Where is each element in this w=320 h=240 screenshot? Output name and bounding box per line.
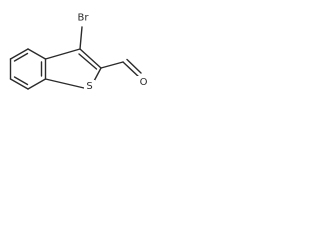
double-bond-cho-o bbox=[126, 58, 142, 74]
bond-c3-br bbox=[79, 26, 83, 50]
bond-c7-c3a bbox=[27, 78, 47, 90]
atom-sulfur-label-group: S bbox=[84, 80, 95, 93]
bond-cho-o bbox=[122, 61, 141, 79]
bond-c7a-c4 bbox=[27, 48, 47, 60]
bond-c4-c5 bbox=[9, 48, 29, 60]
atom-oxygen-label: O bbox=[140, 77, 148, 88]
bond-c6-c7 bbox=[9, 78, 29, 90]
double-bond-inner-c6-c7 bbox=[13, 76, 29, 86]
bond-s-c3a bbox=[44, 78, 85, 89]
bond-c3-c2 bbox=[79, 48, 102, 69]
atom-bromine-label-group: Br bbox=[73, 11, 93, 26]
chemical-structure-diagram: Br S O bbox=[9, 11, 150, 93]
atom-bromine-label: Br bbox=[78, 13, 90, 24]
atom-sulfur-label: S bbox=[86, 81, 92, 92]
double-bond-inner-c4-c5 bbox=[13, 52, 29, 62]
atom-oxygen-label-group: O bbox=[137, 76, 150, 89]
bond-c7a-c3 bbox=[44, 48, 81, 60]
benzene-ring bbox=[9, 48, 47, 90]
double-bond-inner-c3-c2 bbox=[78, 53, 98, 70]
bond-c2-cho bbox=[100, 61, 124, 69]
